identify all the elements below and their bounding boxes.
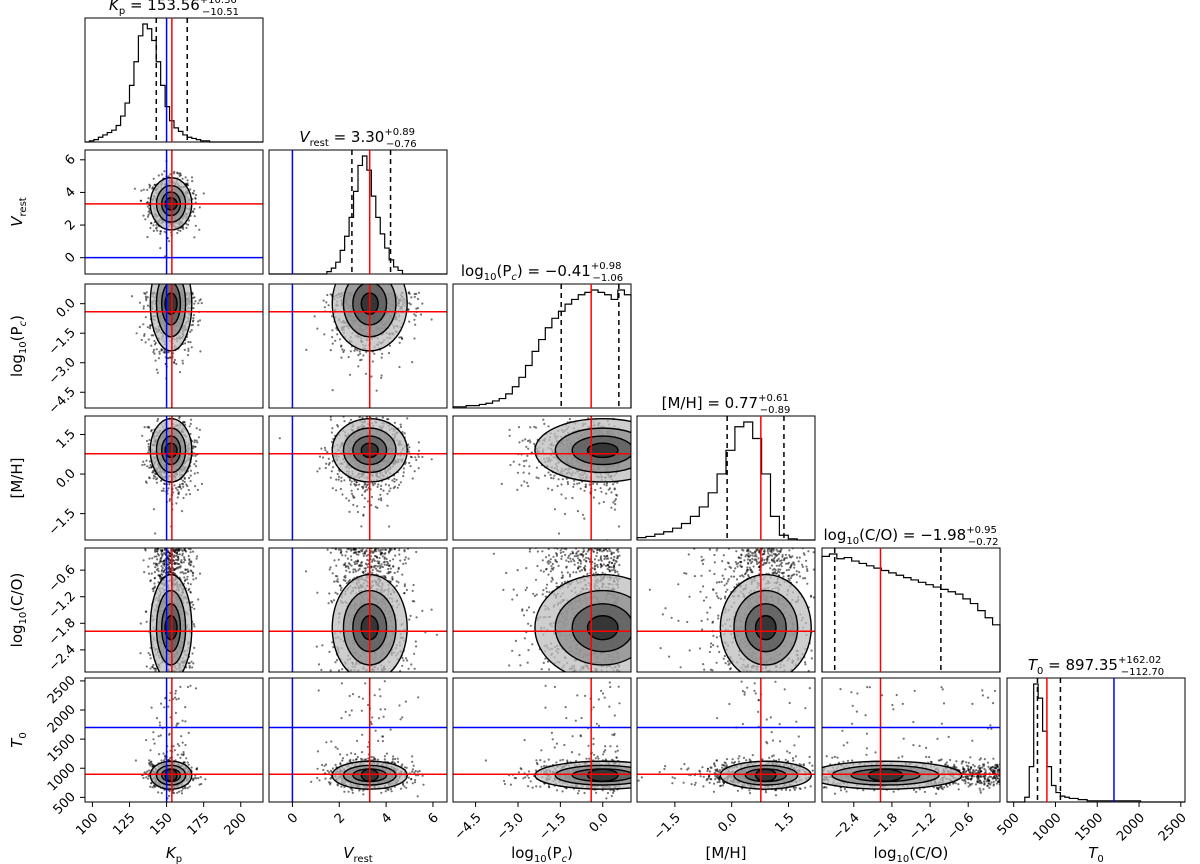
xaxis-label-vrest: Vrest [343, 844, 373, 864]
xtick-label-t0: 500 [995, 810, 1023, 838]
ytick-label-t0: 1000 [45, 760, 79, 794]
ytick-label-t0: 2000 [45, 702, 79, 736]
scatter-panel-vrest-t0 [268, 677, 448, 803]
xaxis-label-kp: Kp [166, 844, 182, 864]
hist-title-t0: T0 = 897.35+162.02−112.70 [1028, 655, 1164, 678]
histogram-t0 [1007, 683, 1185, 803]
xtick-label-logpc: 0.0 [587, 810, 612, 835]
histogram-logpc [452, 289, 632, 408]
xtick-label-logpc: −3.0 [494, 810, 527, 843]
ytick-label-logco: −0.6 [46, 562, 79, 595]
yaxis-label-t0: T0 [8, 732, 29, 748]
xtick-label-kp: 125 [110, 810, 138, 838]
ytick-label-t0: 1500 [45, 731, 79, 765]
ytick-label-logpc: 0.0 [54, 296, 79, 321]
scatter-panel-kp-logco [84, 547, 264, 673]
hist-panel-logco [821, 547, 1001, 673]
ytick-label-logpc: −1.5 [46, 325, 79, 358]
hist-title-logco: log10(C/O) = −1.98+0.95−0.72 [823, 525, 998, 548]
scatter-panel-mh-t0 [636, 677, 816, 803]
xtick-label-logco: −0.6 [944, 810, 977, 843]
xtick-label-mh: 0.0 [715, 810, 740, 835]
xtick-label-kp: 200 [222, 810, 250, 838]
xtick-label-kp: 100 [73, 810, 101, 838]
scatter-panel-vrest-logco [268, 547, 448, 673]
xaxis-label-logco: log10(C/O) [874, 844, 949, 864]
hist-panel-mh [636, 415, 816, 541]
ytick-label-mh: 0.0 [54, 466, 79, 491]
histogram-kp [85, 23, 263, 143]
xtick-label-vrest: 6 [426, 810, 442, 826]
xtick-label-t0: 2500 [1156, 810, 1190, 844]
scatter-panel-kp-logpc [84, 283, 264, 409]
xtick-label-t0: 1000 [1031, 810, 1065, 844]
ytick-label-logco: −1.2 [46, 589, 79, 622]
ytick-label-mh: 1.5 [54, 427, 79, 452]
ytick-label-logco: −1.8 [46, 616, 79, 649]
xtick-label-t0: 2000 [1114, 810, 1148, 844]
xtick-label-logco: −1.2 [906, 810, 939, 843]
hist-panel-t0 [1006, 677, 1186, 803]
scatter-panel-mh-logco [636, 547, 816, 673]
xtick-label-logco: −2.4 [830, 810, 863, 843]
xaxis-label-t0: T0 [1088, 844, 1104, 864]
scatter-panel-vrest-logpc [268, 283, 448, 409]
scatter-panel-kp-vrest [84, 149, 264, 275]
xtick-label-t0: 1500 [1072, 810, 1106, 844]
ytick-label-vrest: 0 [62, 250, 78, 266]
ytick-label-logpc: −4.5 [46, 384, 79, 417]
hist-title-logpc: log10(Pc) = −0.41+0.98−1.06 [461, 261, 623, 284]
yaxis-label-logpc: log10(Pc) [8, 315, 29, 377]
histogram-mh [636, 421, 815, 541]
hist-title-vrest: Vrest = 3.30+0.89−0.76 [299, 127, 416, 150]
ytick-label-logpc: −3.0 [46, 355, 79, 388]
scatter-panel-logpc-logco [452, 547, 632, 673]
histogram-vrest [269, 155, 447, 275]
scatter-panel-kp-mh [84, 415, 264, 541]
xtick-label-logpc: −1.5 [536, 810, 569, 843]
ytick-label-vrest: 6 [62, 152, 78, 168]
ytick-label-logco: −2.4 [46, 642, 79, 675]
xtick-label-vrest: 2 [332, 810, 348, 826]
xtick-label-kp: 175 [185, 810, 213, 838]
hist-title-mh: [M/H] = 0.77+0.61−0.89 [662, 393, 791, 416]
xtick-label-vrest: 0 [285, 810, 301, 826]
histogram-logco [821, 553, 1001, 672]
xtick-label-vrest: 4 [379, 810, 395, 826]
yaxis-label-vrest: Vrest [8, 197, 29, 227]
xtick-label-logco: −1.8 [868, 810, 901, 843]
yaxis-label-mh: [M/H] [8, 458, 26, 499]
hist-title-kp: Kp = 153.56+10.36−10.51 [109, 0, 239, 18]
ytick-label-vrest: 2 [62, 217, 78, 233]
scatter-panel-logco-t0 [821, 677, 1001, 803]
ytick-label-t0: 2500 [45, 673, 79, 707]
yaxis-label-logco: log10(C/O) [8, 573, 29, 648]
scatter-panel-kp-t0 [84, 677, 264, 803]
xaxis-label-logpc: log10(Pc) [511, 844, 573, 864]
scatter-panel-logpc-mh [452, 415, 632, 541]
hist-panel-logpc [452, 283, 632, 409]
xtick-label-mh: −1.5 [651, 810, 684, 843]
ytick-label-mh: −1.5 [46, 506, 79, 539]
scatter-panel-logpc-t0 [452, 677, 632, 803]
xtick-label-mh: 1.5 [772, 810, 797, 835]
xtick-label-kp: 150 [147, 810, 175, 838]
xtick-label-logpc: −4.5 [452, 810, 485, 843]
scatter-panel-vrest-mh [268, 415, 448, 541]
xaxis-label-mh: [M/H] [706, 844, 747, 862]
ytick-label-vrest: 4 [62, 185, 78, 201]
